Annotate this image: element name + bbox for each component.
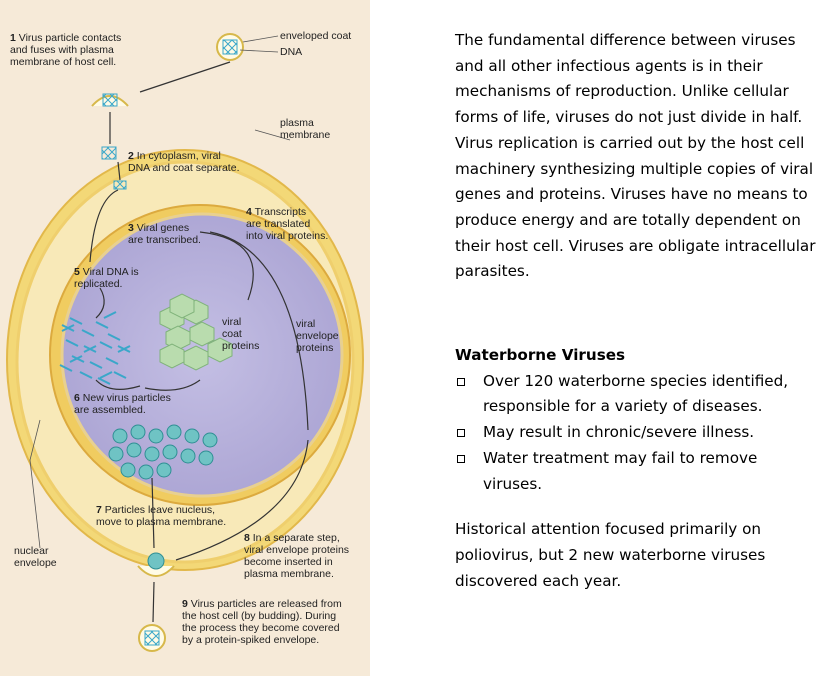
step-4: 4 Transcripts are translated into viral … — [246, 206, 329, 242]
leader-lines — [29, 35, 291, 549]
replicated-dna-cluster — [59, 311, 131, 385]
square-bullet-icon — [457, 377, 465, 386]
square-bullet-icon — [457, 429, 465, 438]
label-enveloped-coat: enveloped coat — [280, 30, 352, 42]
label-viral-coat-proteins: viral coat proteins — [222, 316, 260, 352]
budding-virus-icon — [147, 552, 165, 570]
virus-fusing-icon — [102, 93, 118, 107]
step-1: 1 Virus particle contacts and fuses with… — [10, 32, 122, 68]
bullet-item: Over 120 waterborne species identified, … — [455, 369, 820, 420]
viral-dna-icon — [113, 180, 127, 190]
square-bullet-icon — [457, 454, 465, 463]
step-3: 3 Viral genes are transcribed. — [128, 222, 201, 246]
bullet-item: May result in chronic/severe illness. — [455, 420, 820, 446]
diagram-graphic — [0, 0, 370, 676]
step-5: 5 Viral DNA is replicated. — [74, 266, 139, 290]
step-6: 6 New virus particles are assembled. — [74, 392, 171, 416]
section-heading: Waterborne Viruses — [455, 346, 626, 365]
bullet-list: Over 120 waterborne species identified, … — [455, 369, 820, 498]
assembled-virus-particles — [108, 424, 218, 480]
intro-paragraph: The fundamental difference between virus… — [455, 31, 816, 281]
text-panel: The fundamental difference between virus… — [455, 28, 820, 594]
step-2: 2 In cytoplasm, viral DNA and coat separ… — [128, 150, 240, 174]
label-nuclear-envelope: nuclear envelope — [14, 545, 57, 569]
viral-coat-icon — [101, 146, 117, 160]
closing-paragraph: Historical attention focused primarily o… — [455, 520, 766, 590]
label-plasma-membrane: plasma membrane — [280, 117, 331, 141]
label-dna: DNA — [280, 46, 303, 58]
step-9: 9 Virus particles are released from the … — [182, 598, 342, 646]
virus-dna-icon — [222, 39, 238, 55]
step-7: 7 Particles leave nucleus, move to plasm… — [96, 504, 227, 528]
step-8: 8 In a separate step, viral envelope pro… — [244, 532, 350, 580]
bullet-item: Water treatment may fail to remove virus… — [455, 446, 820, 497]
process-arrows — [89, 61, 309, 623]
virus-replication-diagram: enveloped coat DNA plasma membrane nucle… — [0, 0, 370, 676]
label-viral-envelope-proteins: viral envelope proteins — [296, 318, 339, 354]
viral-coat-proteins-cluster — [159, 293, 233, 371]
